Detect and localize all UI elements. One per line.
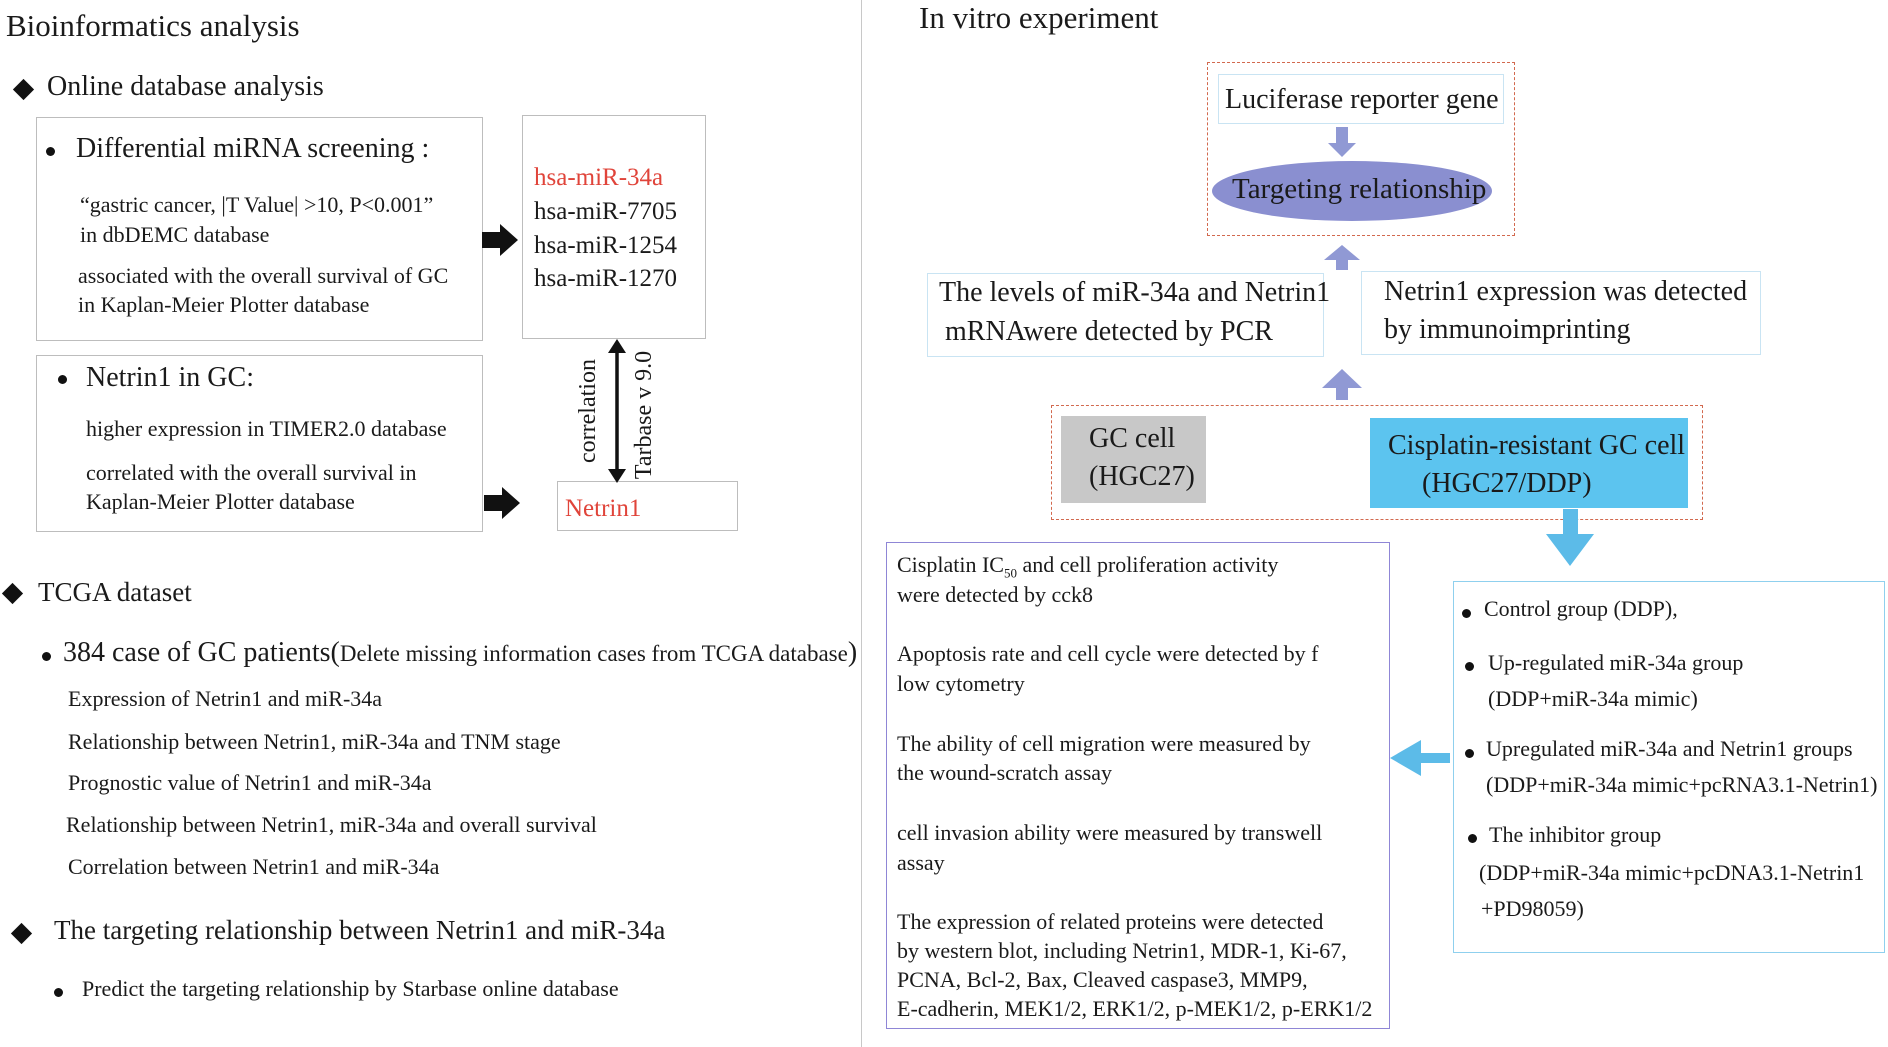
groups-box [1453, 581, 1885, 953]
assay-1-pre: Cisplatin IC [897, 552, 1004, 577]
bullet-dot-icon [58, 375, 67, 384]
group-4-line3: +PD98059) [1481, 896, 1584, 921]
assay-1-line2: were detected by cck8 [897, 582, 1094, 607]
tcga-item-2: Relationship between Netrin1, miR-34a an… [68, 729, 561, 754]
down-arrow-icon [1546, 509, 1594, 566]
pcr-line1: The levels of miR-34a and Netrin1 [939, 277, 1331, 308]
assay-2-line2: low cytometry [897, 671, 1025, 696]
immuno-box [1361, 271, 1761, 355]
group-4-line2: (DDP+miR-34a mimic+pcDNA3.1-Netrin1 [1479, 860, 1865, 885]
assay-1-sub: 50 [1003, 565, 1017, 581]
assay-5-line4: E-cadherin, MEK1/2, ERK1/2, p-MEK1/2, p-… [897, 996, 1373, 1021]
netrin-gc-box [36, 355, 483, 532]
mirna-list-box [522, 115, 706, 339]
resistant-cell-line1: Cisplatin-resistant GC cell [1388, 430, 1686, 461]
up-arrow-icon [1324, 245, 1360, 270]
pcr-line2: mRNAwere detected by PCR [945, 316, 1273, 347]
tcga-bullet-note: Delete missing information cases from TC… [339, 641, 848, 666]
bullet-dot-icon [1465, 662, 1474, 671]
targeting-ellipse [1212, 161, 1492, 221]
mirna-item-3: hsa-miR-1254 [534, 232, 678, 259]
targeting-bullet: Predict the targeting relationship by St… [82, 976, 619, 1001]
up-arrowhead-icon [608, 339, 626, 353]
netrin-heading: Netrin1 in GC: [86, 362, 254, 393]
resistant-cell-box [1370, 418, 1688, 508]
bullet-dot-icon [54, 988, 63, 997]
luciferase-box [1218, 74, 1504, 124]
assay-3-line1: The ability of cell migration were measu… [897, 731, 1311, 756]
down-arrowhead-icon [608, 469, 626, 483]
targeting-dashed-box [1207, 62, 1515, 236]
mirna-item-4: hsa-miR-1270 [534, 265, 678, 292]
immuno-line1: Netrin1 expression was detected [1384, 276, 1748, 307]
bullet-dot-icon [1468, 834, 1477, 843]
bullet-dot-icon [1465, 749, 1474, 758]
assay-3-line2: the wound-scratch assay [897, 760, 1113, 785]
netrin-line1: higher expression in TIMER2.0 database [86, 416, 447, 441]
bullet-dot-icon [42, 652, 51, 661]
mirna-line1: “gastric cancer, |T Value| >10, P<0.001” [80, 192, 434, 217]
right-arrow-icon [482, 224, 518, 256]
bullet-dot-icon [1462, 609, 1471, 618]
up-arrow-icon [1322, 369, 1362, 400]
right-arrow-icon [484, 487, 520, 519]
assay-5-line1: The expression of related proteins were … [897, 909, 1324, 934]
assay-5-line2: by western blot, including Netrin1, MDR-… [897, 938, 1347, 963]
netrin-line3: Kaplan-Meier Plotter database [86, 489, 355, 514]
resistant-cell-line2: (HGC27/DDP) [1422, 468, 1592, 499]
targeting-heading: The targeting relationship between Netri… [54, 915, 666, 945]
tcga-bullet-main: 384 case of GC patients( [63, 637, 340, 668]
tcga-bullet-close: ) [847, 637, 858, 668]
mirna-heading: Differential miRNA screening : [76, 133, 430, 164]
gc-cell-line2: (HGC27) [1089, 461, 1195, 492]
assays-box [886, 542, 1390, 1029]
netrin-line2: correlated with the overall survival in [86, 460, 417, 485]
targeting-ellipse-label: Targeting relationship [1232, 173, 1487, 205]
mirna-item-1: hsa-miR-34a [534, 164, 664, 191]
immuno-line2: by immunoimprinting [1384, 314, 1631, 345]
down-arrow-icon [1328, 127, 1356, 157]
assay-1-post: and cell proliferation activity [1016, 552, 1279, 577]
tcga-item-3: Prognostic value of Netrin1 and miR-34a [68, 770, 432, 795]
tcga-heading: TCGA dataset [38, 577, 192, 607]
assay-5-line3: PCNA, Bcl-2, Bax, Cleaved caspase3, MMP9… [897, 967, 1308, 992]
mirna-line4: in Kaplan-Meier Plotter database [78, 292, 370, 317]
group-1-line1: Control group (DDP), [1484, 596, 1678, 621]
cell-dashed-box [1051, 405, 1703, 520]
mirna-item-2: hsa-miR-7705 [534, 198, 678, 225]
mirna-line3: associated with the overall survival of … [78, 263, 449, 288]
netrin-result-box [557, 481, 738, 531]
tcga-item-4: Relationship between Netrin1, miR-34a an… [66, 812, 597, 837]
tcga-item-5: Correlation between Netrin1 and miR-34a [68, 854, 440, 879]
group-3-line1: Upregulated miR-34a and Netrin1 groups [1486, 736, 1853, 761]
left-title: Bioinformatics analysis [6, 8, 300, 43]
tcga-bullet: 384 case of GC patients(Delete missing i… [63, 637, 857, 669]
assay-4-line1: cell invasion ability were measured by t… [897, 820, 1323, 845]
group-3-line2: (DDP+miR-34a mimic+pcRNA3.1-Netrin1) [1486, 772, 1878, 797]
online-heading: Online database analysis [47, 71, 324, 102]
assay-2-line1: Apoptosis rate and cell cycle were detec… [897, 641, 1319, 666]
right-title: In vitro experiment [919, 0, 1159, 35]
bullet-dot-icon [46, 147, 55, 156]
group-2-line2: (DDP+miR-34a mimic) [1488, 686, 1698, 711]
gc-cell-line1: GC cell [1089, 423, 1176, 454]
pcr-box [927, 273, 1324, 357]
mirna-screening-box [36, 117, 483, 341]
luciferase-label: Luciferase reporter gene [1225, 84, 1499, 115]
assay-4-line2: assay [897, 850, 945, 875]
netrin-result-label: Netrin1 [565, 495, 642, 522]
gc-cell-box [1061, 416, 1206, 503]
left-arrow-icon [1390, 740, 1450, 776]
assay-1-line1: Cisplatin IC50 and cell proliferation ac… [897, 552, 1278, 581]
group-4-line1: The inhibitor group [1489, 822, 1662, 847]
tcga-item-1: Expression of Netrin1 and miR-34a [68, 686, 383, 711]
vertical-divider [861, 0, 862, 1047]
group-2-line1: Up-regulated miR-34a group [1488, 650, 1744, 675]
mirna-line2: in dbDEMC database [80, 222, 270, 247]
